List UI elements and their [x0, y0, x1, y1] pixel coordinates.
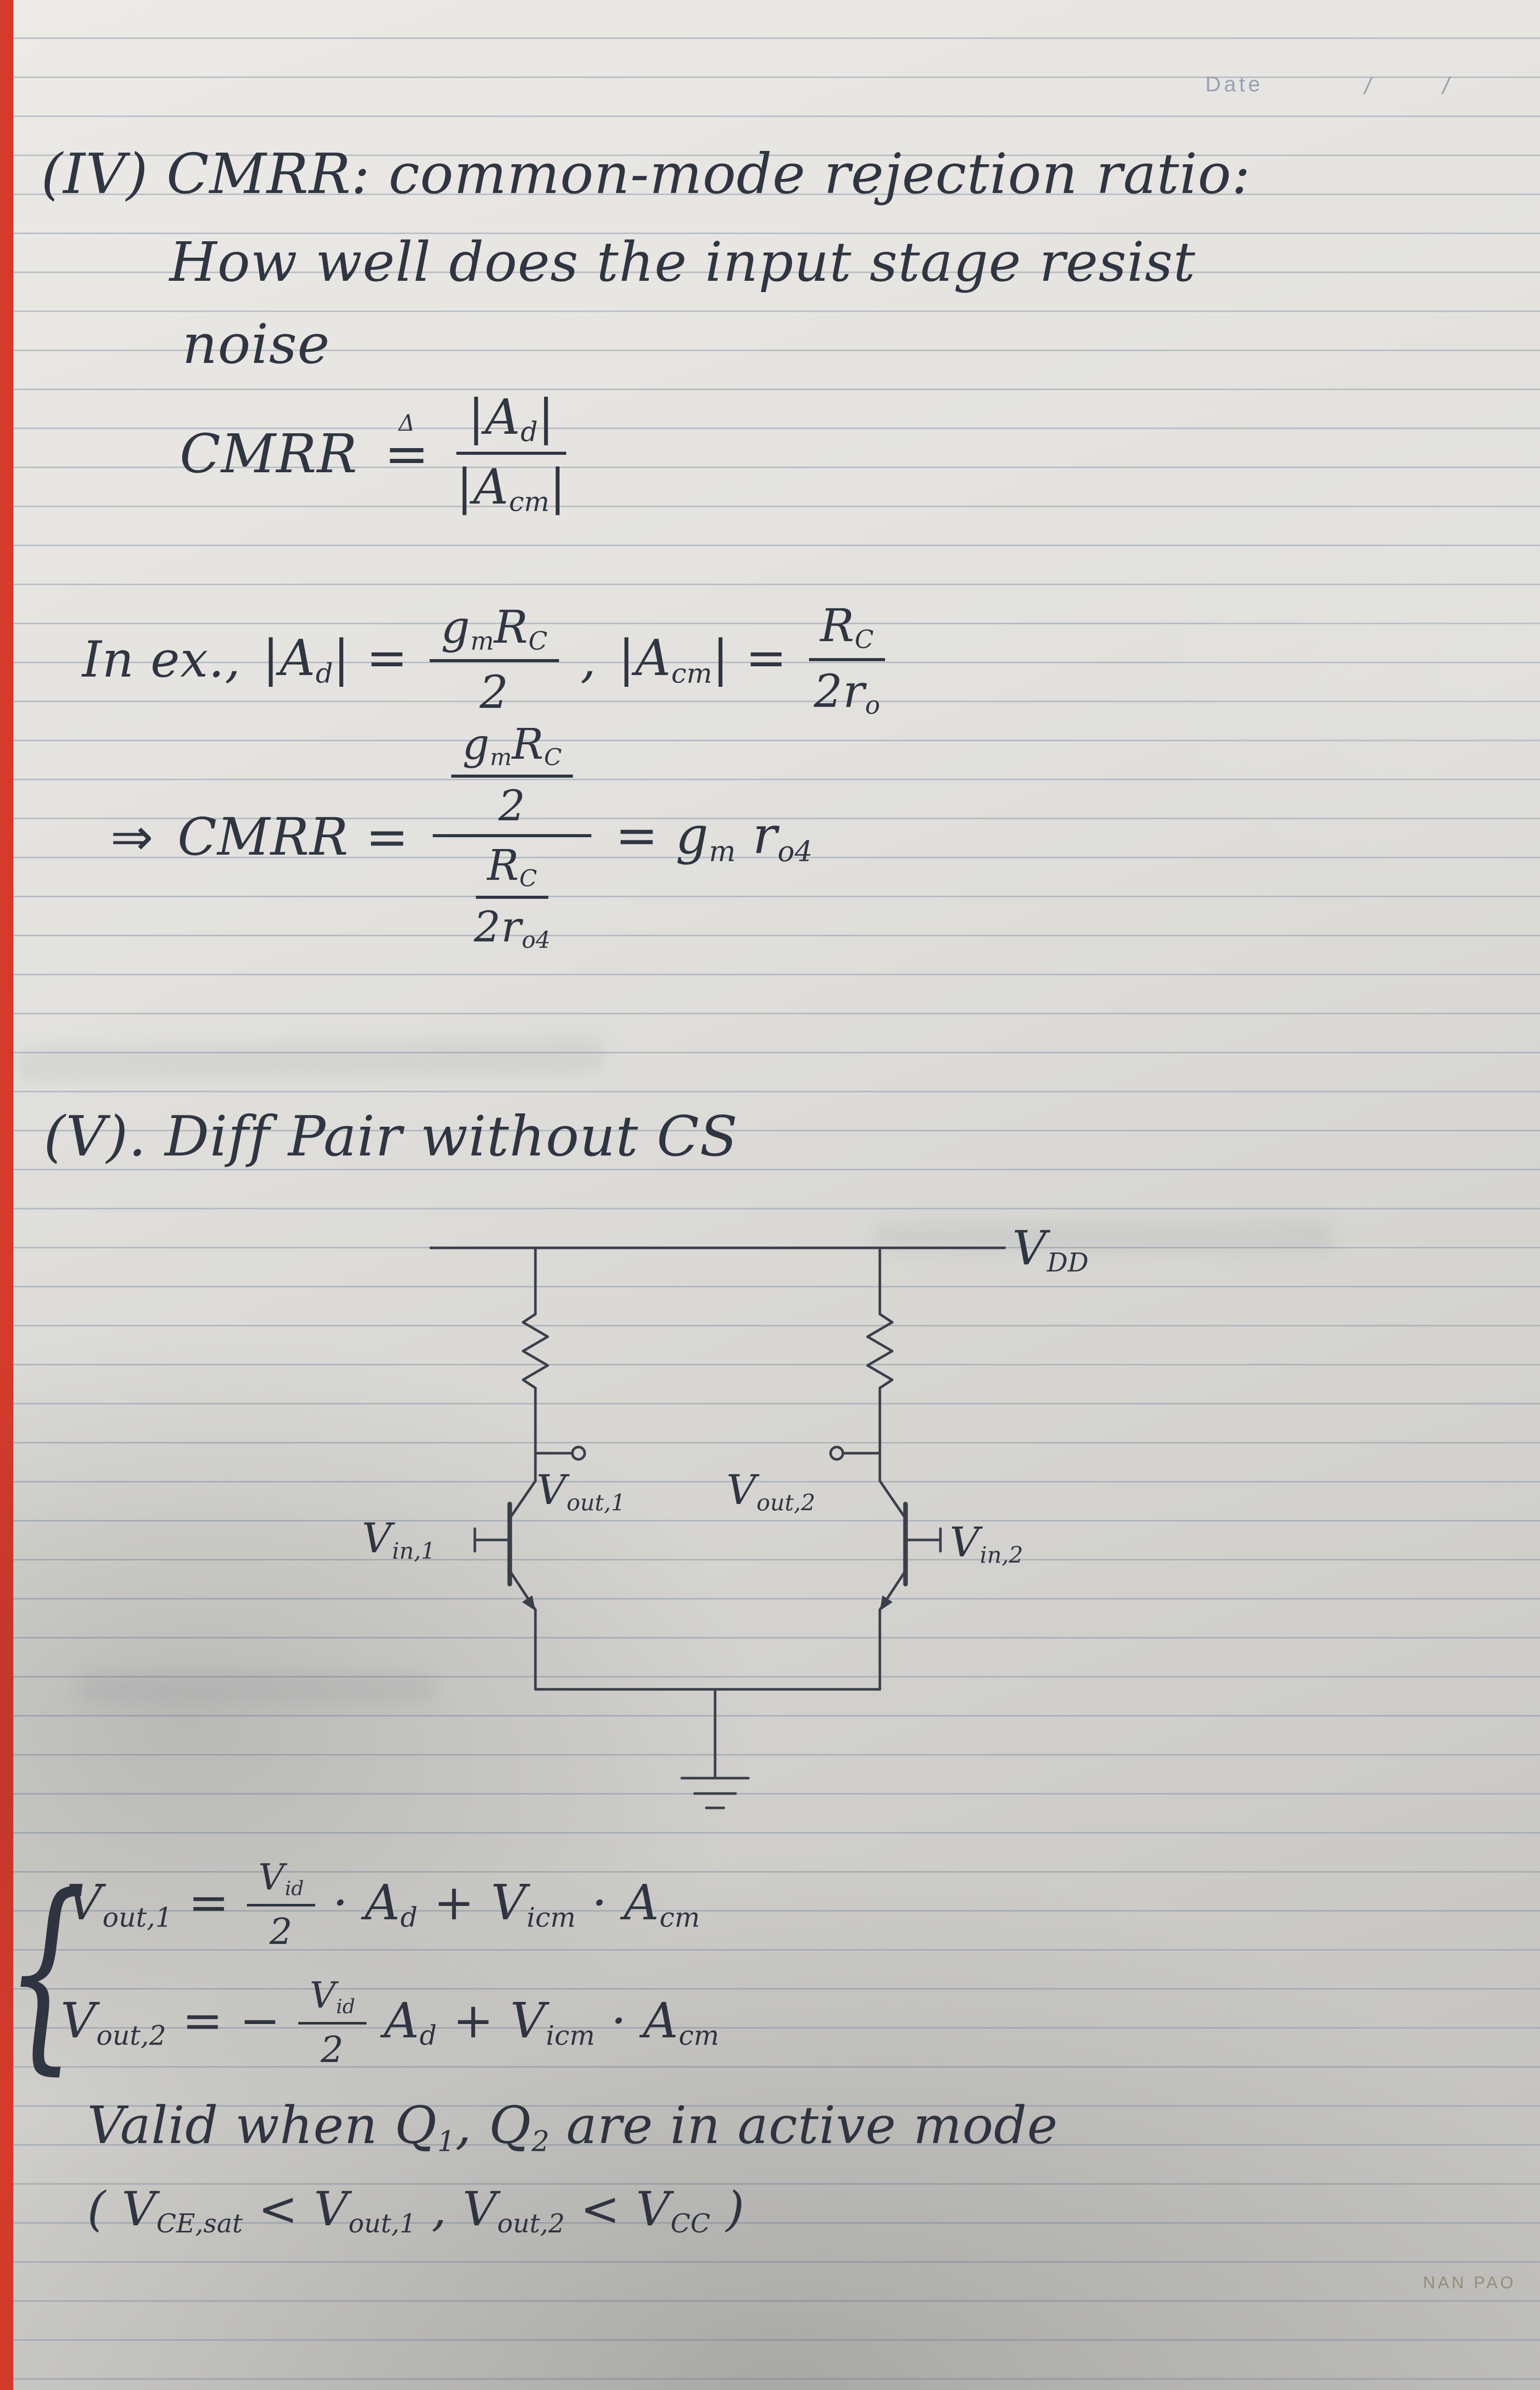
- acm-lhs: |Acm| =: [618, 629, 787, 690]
- acm-fraction-numerator: RC: [808, 600, 885, 661]
- cmrr-result-fraction: gmRC 2 RC 2ro4: [432, 721, 592, 953]
- date-slash-2: /: [1442, 72, 1449, 99]
- brand-mark: NAN PAO: [1423, 2273, 1516, 2292]
- eq2-lhs: Vout,2 = −: [61, 1993, 281, 2052]
- page-edge-strip: [0, 0, 13, 2390]
- ad-lhs: |Ad| =: [262, 629, 409, 690]
- validity-line-1: Valid when Q1, Q2 are in active mode: [87, 2095, 1058, 2158]
- q2-emitter-arrow: [880, 1595, 893, 1611]
- lower-inner-numerator: RC: [476, 842, 549, 899]
- eq2-fraction: Vid 2: [298, 1975, 367, 2070]
- vout1-equation: Vout,1 = Vid 2 · Ad + Vicm · Acm: [67, 1857, 700, 1952]
- vout2-label: Vout,2: [726, 1466, 816, 1516]
- cmrr-definition-fraction: |Ad| |Acm|: [456, 390, 566, 517]
- eq2-rhs: Ad + Vicm · Acm: [383, 1993, 719, 2052]
- defined-as-symbol: Δ =: [384, 411, 430, 485]
- defeq-equals: =: [384, 422, 430, 485]
- eq1-numerator: Vid: [247, 1857, 315, 1906]
- eq1-lhs: Vout,1 =: [67, 1875, 230, 1934]
- eq2-numerator: Vid: [298, 1975, 367, 2025]
- cmrr-result-lower: RC 2ro4: [455, 837, 569, 953]
- resistor-left: [522, 1313, 549, 1390]
- upper-inner-fraction: gmRC 2: [451, 721, 573, 830]
- section-iv-desc-line1: How well does the input stage resist: [169, 230, 1196, 294]
- cmrr-result-row: ⇒ CMRR = gmRC 2 RC 2ro4 = gm ro4: [110, 721, 813, 953]
- bleedthrough-smudge: [77, 1673, 436, 1704]
- ad-fraction-numerator: gmRC: [430, 602, 559, 663]
- resistor-right: [866, 1313, 894, 1390]
- date-label: Date: [1205, 72, 1263, 96]
- upper-inner-numerator: gmRC: [451, 721, 573, 778]
- ad-fraction-denominator: 2: [479, 666, 509, 719]
- implies-arrow: ⇒: [110, 807, 154, 868]
- cmrr-result-rhs: = gm ro4: [615, 805, 813, 868]
- example-separator: ,: [580, 630, 597, 688]
- ground-symbol: [680, 1777, 750, 1809]
- cmrr-definition-denominator: |Acm|: [456, 459, 567, 518]
- cmrr-definition: CMRR Δ = |Ad| |Acm|: [180, 390, 566, 517]
- lower-inner-denominator: 2ro4: [474, 903, 551, 954]
- eq1-denominator: 2: [269, 1910, 293, 1953]
- circuit-drawing: [429, 1246, 1006, 1809]
- section-iv-desc-line2: noise: [182, 313, 331, 376]
- cmrr-word: CMRR: [180, 422, 358, 485]
- example-gains-row: In ex., |Ad| = gmRC 2 , |Acm| = RC 2ro: [82, 600, 885, 720]
- upper-inner-denominator: 2: [498, 782, 526, 831]
- eq2-denominator: 2: [320, 2028, 344, 2071]
- vdd-label: VDD: [1012, 1221, 1089, 1278]
- eq1-rhs: · Ad + Vicm · Acm: [332, 1875, 700, 1934]
- q1-emitter-arrow: [522, 1595, 535, 1611]
- acm-fraction-denominator: 2ro: [814, 664, 880, 720]
- lower-inner-fraction: RC 2ro4: [474, 842, 550, 953]
- transistor-q2: [878, 1479, 942, 1691]
- vout1-terminal: [571, 1445, 586, 1461]
- validity-line-2: ( VCE,sat < Vout,1 , Vout,2 < VCC ): [87, 2182, 745, 2239]
- q2-collector: [878, 1479, 907, 1520]
- date-slash-1: /: [1364, 72, 1371, 99]
- acm-fraction: RC 2ro: [808, 600, 885, 720]
- system-brace: {: [5, 1851, 88, 2093]
- ad-fraction: gmRC 2: [430, 602, 559, 718]
- transistor-q1: [473, 1479, 537, 1691]
- diff-pair-circuit: VDD Vout,1 Vout,2 Vin,1 Vin,2: [359, 1222, 1104, 1827]
- section-iv-heading: (IV) CMRR: common-mode rejection ratio:: [41, 142, 1251, 206]
- defeq-triangle: Δ: [398, 410, 416, 437]
- cmrr-definition-numerator: |Ad|: [456, 390, 566, 455]
- vin2-label: Vin,2: [950, 1518, 1024, 1569]
- example-intro: In ex.,: [82, 630, 241, 688]
- cmrr-result-upper: gmRC 2: [432, 721, 592, 837]
- vout2-terminal: [829, 1445, 844, 1461]
- vin1-label: Vin,1: [362, 1514, 436, 1565]
- eq1-fraction: Vid 2: [247, 1857, 315, 1952]
- vout2-equation: Vout,2 = − Vid 2 Ad + Vicm · Acm: [61, 1975, 719, 2070]
- section-v-heading: (V). Diff Pair without CS: [44, 1105, 738, 1169]
- vout1-label: Vout,1: [536, 1466, 626, 1516]
- cmrr-result-lhs: CMRR =: [177, 807, 409, 868]
- q1-collector: [508, 1479, 537, 1520]
